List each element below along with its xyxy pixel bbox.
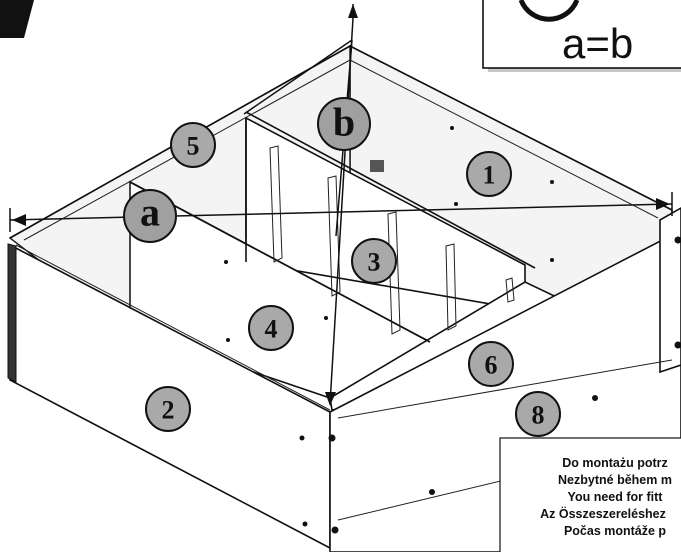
svg-text:5: 5 [187, 132, 200, 161]
svg-text:3: 3 [368, 248, 381, 277]
svg-text:1: 1 [483, 161, 496, 190]
top-rim [9, 45, 673, 239]
part-badge-3: 3 [351, 238, 397, 284]
note-line-5: Počas montáže p [564, 524, 666, 538]
part-badge-5: 5 [170, 122, 216, 168]
svg-text:6: 6 [485, 351, 498, 380]
svg-text:2: 2 [162, 396, 175, 425]
formula-text: a=b [562, 20, 633, 67]
fitting-holes [224, 126, 681, 534]
note-line-2: Nezbytné během m [558, 473, 672, 487]
note-line-4: Az Összeszereléshez [540, 506, 666, 521]
dimension-label-a: a [123, 189, 177, 243]
formula-box: a=b [482, 0, 681, 72]
part-badge-8: 8 [515, 391, 561, 437]
svg-text:b: b [333, 100, 355, 145]
drawer-runners [269, 145, 515, 335]
tools-note: Do montażu potrz Nezbytné během m You ne… [499, 437, 681, 552]
front-panel-edge [7, 243, 17, 383]
part-badge-6: 6 [468, 341, 514, 387]
part-badge-2: 2 [145, 386, 191, 432]
svg-text:8: 8 [532, 401, 545, 430]
svg-text:4: 4 [265, 315, 278, 344]
svg-text:a: a [140, 190, 160, 235]
bracket [370, 160, 384, 172]
part-badge-4: 4 [248, 305, 294, 351]
corner-mark [0, 0, 34, 38]
note-line-1: Do montażu potrz [562, 456, 668, 470]
part-badge-1: 1 [466, 151, 512, 197]
note-line-3: You need for fitt [568, 490, 664, 504]
dimension-label-b: b [317, 97, 371, 151]
